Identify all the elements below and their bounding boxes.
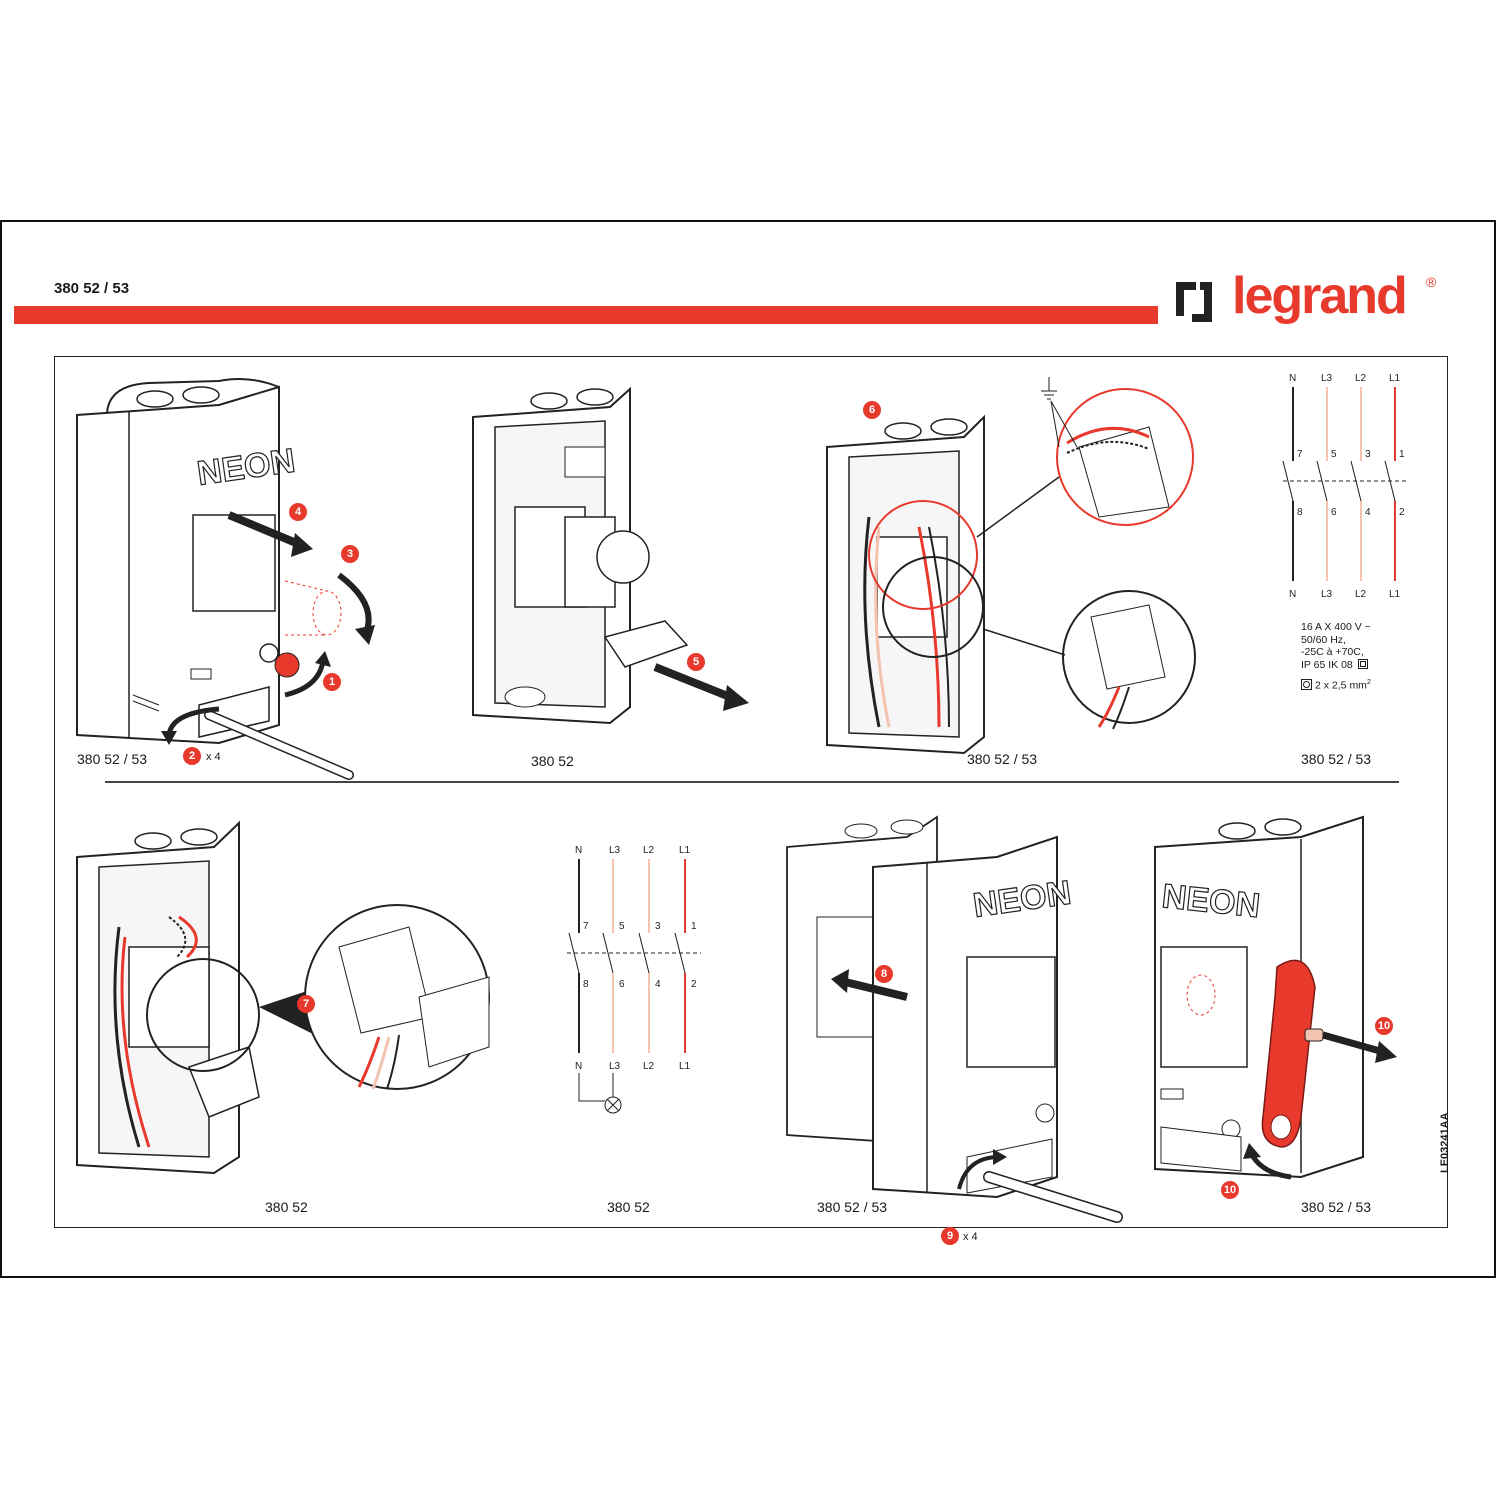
- document-code: LE03241AA: [1439, 1112, 1451, 1173]
- header-red-band: [14, 306, 1158, 324]
- pole-label-bottom: N: [575, 1061, 582, 1072]
- terminal-number: 8: [1297, 507, 1303, 518]
- fig6-schematic: N L3 L2 L1 7 5 3 1 8 6 4 2 N L3: [567, 845, 701, 1114]
- wire-size: 2 x 2,5 mm: [1315, 679, 1367, 692]
- terminal-number: 4: [655, 979, 661, 990]
- figures-frame: NEON 4 3 1 2 x 4 380 52 / 53: [54, 356, 1451, 1245]
- terminal-number: 3: [1365, 449, 1371, 460]
- spec-line: 16 A X 400 V ~: [1301, 621, 1371, 633]
- step-callout-6: 6: [863, 401, 881, 419]
- terminal-number: 6: [619, 979, 625, 990]
- step-callout-1: 1: [323, 673, 341, 691]
- pole-label-bottom: L2: [643, 1061, 655, 1072]
- pole-label-top: L2: [1355, 373, 1367, 384]
- fig4-caption: 380 52 / 53: [1301, 751, 1372, 767]
- pole-label-bottom: L1: [679, 1061, 691, 1072]
- spec-line: -25C à +70C,: [1301, 646, 1364, 658]
- step-callout-5: 5: [687, 653, 705, 671]
- pole-label-top: L1: [1389, 373, 1401, 384]
- pole-label-bottom: L3: [1321, 589, 1333, 600]
- fig3-caption: 380 52 / 53: [967, 751, 1038, 767]
- fig2-caption: 380 52: [531, 753, 574, 769]
- terminal-number: 5: [1331, 449, 1337, 460]
- terminal-number: 2: [691, 979, 697, 990]
- instruction-sheet: 380 52 / 53 legrand ® NEON: [0, 220, 1496, 1278]
- brand-logo: legrand ®: [1170, 267, 1450, 332]
- fig2-open-enclosure-drawing: [472, 386, 749, 725]
- spec-line: 50/60 Hz,: [1301, 633, 1346, 646]
- fig8-handle-drawing: NEON: [1154, 815, 1397, 1180]
- fig1-caption: 380 52 / 53: [77, 751, 148, 767]
- terminal-number: 3: [655, 921, 661, 932]
- terminal-number: 5: [619, 921, 625, 932]
- fig7-caption: 380 52 / 53: [817, 1199, 888, 1215]
- fig6-caption: 380 52: [607, 1199, 650, 1215]
- fig5-wiring-drawing: [76, 820, 490, 1175]
- step-callout-8: 8: [875, 965, 893, 983]
- brand-wordmark: legrand: [1232, 267, 1408, 325]
- row-divider: [105, 781, 1399, 783]
- legrand-emblem-icon: [1176, 282, 1212, 322]
- fig5-caption: 380 52: [265, 1199, 308, 1215]
- fig4-schematic: N L3 L2 L1 7 5 3 1 8 6 4 2 N L3: [1282, 373, 1409, 600]
- registered-mark: ®: [1426, 274, 1437, 290]
- pole-label-top: L2: [643, 845, 655, 856]
- step-callout-10: 10: [1375, 1017, 1393, 1035]
- terminal-number: 7: [1297, 449, 1303, 460]
- terminal-number: 2: [1399, 507, 1405, 518]
- fig8-caption: 380 52 / 53: [1301, 1199, 1372, 1215]
- pole-label-top: N: [1289, 373, 1296, 384]
- pole-label-top: L3: [1321, 373, 1333, 384]
- pole-label-bottom: N: [1289, 589, 1296, 600]
- terminal-number: 8: [583, 979, 589, 990]
- pole-label-top: N: [575, 845, 582, 856]
- pole-label-bottom: L3: [609, 1061, 621, 1072]
- pole-label-top: L3: [609, 845, 621, 856]
- step-callout-10-lower: 10: [1221, 1181, 1239, 1199]
- step-callout-2: 2: [183, 747, 201, 765]
- terminal-number: 1: [691, 921, 697, 932]
- terminal-number: 1: [1399, 449, 1405, 460]
- terminal-number: 7: [583, 921, 589, 932]
- fig3-wiring-drawing: [826, 377, 1196, 755]
- spec-line: IP 65 IK 08: [1301, 658, 1353, 671]
- fig1-enclosure-drawing: NEON: [76, 378, 375, 780]
- conductor-section-icon: [1301, 678, 1312, 690]
- step-callout-9: 9: [941, 1227, 959, 1245]
- pole-label-top: L1: [679, 845, 691, 856]
- fig7-closing-drawing: NEON: [786, 815, 1123, 1223]
- pole-label-bottom: L2: [1355, 589, 1367, 600]
- step-callout-4: 4: [289, 503, 307, 521]
- quantity-label: x 4: [206, 751, 221, 763]
- svg-text:NEON: NEON: [971, 874, 1074, 925]
- step-callout-3: 3: [341, 545, 359, 563]
- step-callout-7: 7: [297, 995, 315, 1013]
- terminal-number: 6: [1331, 507, 1337, 518]
- terminal-number: 4: [1365, 507, 1371, 518]
- quantity-label: x 4: [963, 1231, 978, 1243]
- electrical-specs: 16 A X 400 V ~ 50/60 Hz, -25C à +70C, IP…: [1301, 621, 1371, 692]
- product-reference: 380 52 / 53: [54, 280, 130, 297]
- wire-size-unit-exponent: 2: [1366, 679, 1371, 686]
- double-insulation-icon: [1357, 658, 1368, 669]
- pole-label-bottom: L1: [1389, 589, 1401, 600]
- indicator-lamp-icon: [604, 1096, 622, 1114]
